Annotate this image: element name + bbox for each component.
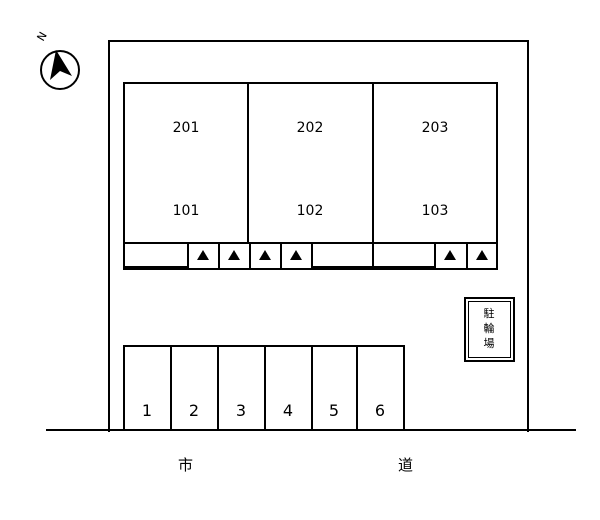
entrance-strip [123,242,498,270]
compass-icon [40,50,80,90]
parking-divider [170,345,172,430]
parking-space-number: 6 [374,401,386,420]
unit-number: 103 [421,203,449,219]
parking-divider [217,345,219,430]
site-boundary [108,40,529,432]
parking-divider [264,345,266,430]
unit-number: 202 [296,120,324,136]
building [123,82,498,244]
road-label-left: 市 [178,456,194,474]
parking-space-number: 1 [141,401,153,420]
unit-divider [372,82,374,244]
parking-divider [356,345,358,430]
parking-divider [311,345,313,430]
parking-space-number: 5 [328,401,340,420]
unit-number: 203 [421,120,449,136]
unit-divider [247,82,249,244]
entrance-marker-icon [476,250,488,260]
parking-space-number: 3 [235,401,247,420]
road-label-right: 道 [398,456,414,474]
unit-number: 201 [172,120,200,136]
road-line [46,429,576,431]
parking-space-number: 4 [282,401,294,420]
bicycle-parking-label: 輪 [483,322,495,335]
entrance-marker-icon [444,250,456,260]
unit-number: 102 [296,203,324,219]
bicycle-parking [464,297,515,362]
entrance-marker-icon [228,250,240,260]
bicycle-parking-label: 場 [483,337,495,350]
bicycle-parking-label: 駐 [483,307,495,320]
entrance-marker-icon [259,250,271,260]
parking-space-number: 2 [188,401,200,420]
entrance-marker-icon [197,250,209,260]
unit-number: 101 [172,203,200,219]
entrance-marker-icon [290,250,302,260]
